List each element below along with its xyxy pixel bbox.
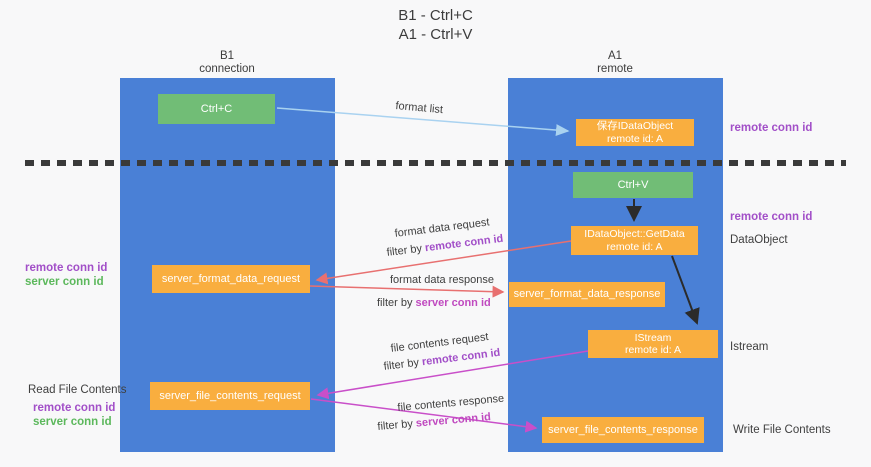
node-server-format-data-response: server_format_data_response [509,282,665,307]
annot-remote-conn-id-mid: remote conn id [730,211,813,223]
annot-left-remote-conn-id-1: remote conn id [25,262,108,274]
node-idataobject-getdata: IDataObject::GetData remote id: A [571,226,698,255]
lifeline-a1-subtitle: remote [597,63,633,75]
label-filter-by-2: filter by [377,297,413,309]
label-format-data-response: format data response [390,274,494,286]
annot-left-server-conn-id-2: server conn id [33,416,112,428]
arrow-getdata-to-istream [671,255,700,325]
node-ctrl-c-label: Ctrl+C [200,102,233,115]
node-idataobject-getdata-line1: IDataObject::GetData [584,228,685,240]
arrow-format-data-response [309,285,505,298]
node-idataobject-getdata-line2: remote id: A [606,240,663,253]
arrow-format-data-request [315,240,572,285]
node-istream: IStream remote id: A [588,330,718,358]
lifeline-header-a1: A1 remote [535,50,695,76]
node-istream-line2: remote id: A [624,344,682,356]
lifeline-header-b1: B1 connection [147,50,307,76]
annot-left-remote-conn-id-2: remote conn id [33,402,116,414]
node-save-idataobject-line2: remote id: A [606,132,664,145]
node-ctrl-v-label: Ctrl+V [617,178,649,191]
node-server-file-contents-request-label: server_file_contents_request [159,389,301,402]
node-save-idataobject: 保存IDataObject remote id: A [576,119,694,146]
label-server-conn-id-1: server conn id [415,297,491,309]
title-line-1: B1 - Ctrl+C [398,7,473,24]
lifeline-b1-subtitle: connection [199,63,255,75]
arrow-file-contents-request [316,350,589,400]
node-ctrl-v: Ctrl+V [573,172,693,198]
node-server-format-data-response-label: server_format_data_response [513,288,661,301]
node-server-file-contents-request: server_file_contents_request [150,382,310,410]
arrow-format-list [276,107,570,137]
node-save-idataobject-line1: 保存IDataObject [596,120,674,132]
node-server-file-contents-response: server_file_contents_response [542,417,704,443]
diagram-title: B1 - Ctrl+C A1 - Ctrl+V [0,6,871,44]
node-istream-line1: IStream [634,331,672,344]
lifeline-b1-title: B1 [219,50,235,62]
annot-istream: Istream [730,341,769,353]
node-ctrl-c: Ctrl+C [158,94,275,124]
label-filter-server-1: filter by server conn id [377,297,491,309]
annot-read-file-contents: Read File Contents [28,384,127,396]
annot-left-server-conn-id-1: server conn id [25,276,104,288]
annot-remote-conn-id-top: remote conn id [730,122,813,134]
lifeline-a1-title: A1 [607,50,623,62]
node-server-format-data-request: server_format_data_request [152,265,310,293]
node-server-file-contents-response-label: server_file_contents_response [548,423,698,436]
annot-dataobject: DataObject [730,234,788,246]
title-line-2: A1 - Ctrl+V [398,26,473,43]
node-server-format-data-request-label: server_format_data_request [161,272,301,285]
annot-write-file-contents: Write File Contents [733,424,831,436]
arrow-file-contents-response [310,398,538,433]
